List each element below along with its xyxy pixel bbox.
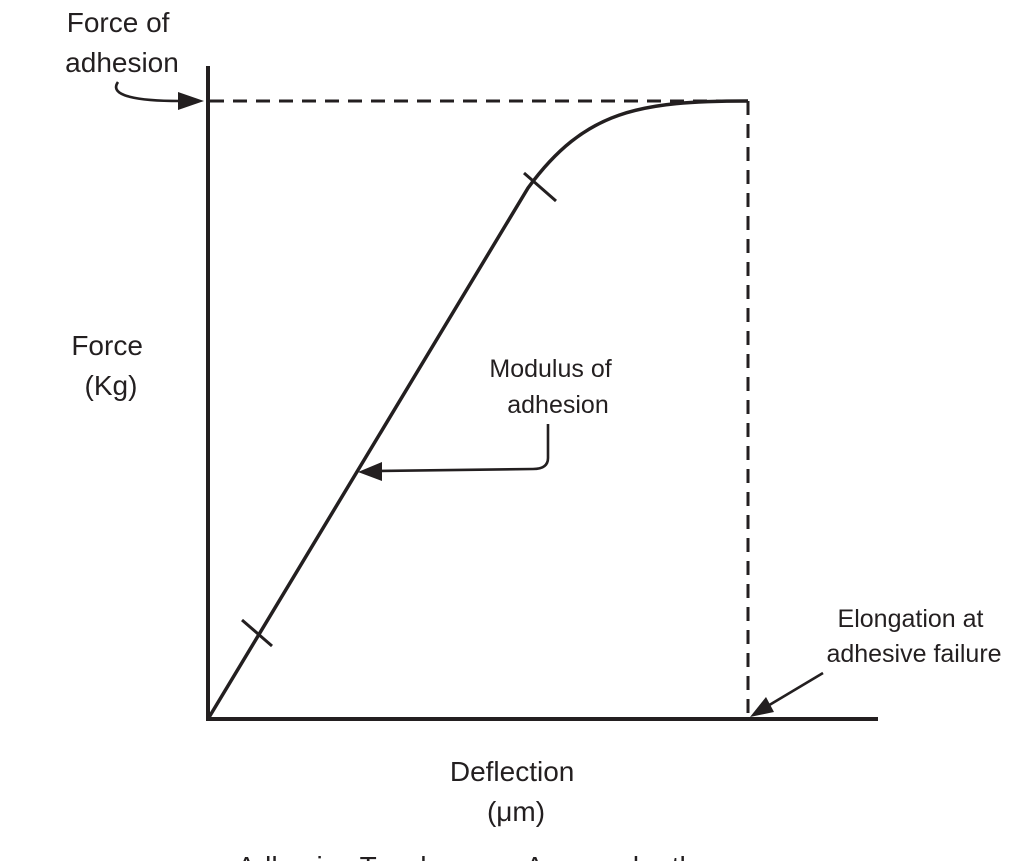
- force-of-adhesion-arrow: [114, 81, 181, 103]
- elongation-label: Elongation at adhesive failure: [826, 605, 1001, 668]
- y-axis-label: Force (Kg): [71, 330, 150, 401]
- modulus-of-adhesion-label: Modulus of adhesion: [489, 355, 618, 419]
- elongation-label-line-1: Elongation at: [838, 605, 984, 633]
- y-axis-label-line-2: (Kg): [85, 370, 138, 401]
- elongation-arrow: [765, 671, 824, 709]
- linear-region-start-tick: [241, 618, 273, 648]
- modulus-label-line-2: adhesion: [507, 391, 608, 419]
- elongation-arrowhead: [750, 697, 774, 717]
- linear-region-end-tick: [523, 171, 557, 203]
- force-of-adhesion-arrowhead: [178, 92, 204, 110]
- modulus-label-line-1: Modulus of: [489, 355, 611, 383]
- force-of-adhesion-label: Force of adhesion: [65, 7, 179, 78]
- x-axis-label-line-1: Deflection: [450, 756, 575, 787]
- y-axis-label-line-1: Force: [71, 330, 143, 361]
- force-of-adhesion-line-1: Force of: [67, 7, 170, 38]
- force-of-adhesion-line-2: adhesion: [65, 47, 179, 78]
- x-axis-label: Deflection (μm): [450, 756, 582, 827]
- elongation-label-line-2: adhesive failure: [826, 640, 1001, 668]
- force-deflection-curve: [206, 99, 749, 720]
- caption: Adhesive Toughness = Area under the curv…: [237, 851, 787, 861]
- x-axis-label-line-2: (μm): [487, 796, 545, 827]
- modulus-arrowhead: [358, 462, 382, 481]
- modulus-arrow: [379, 424, 550, 473]
